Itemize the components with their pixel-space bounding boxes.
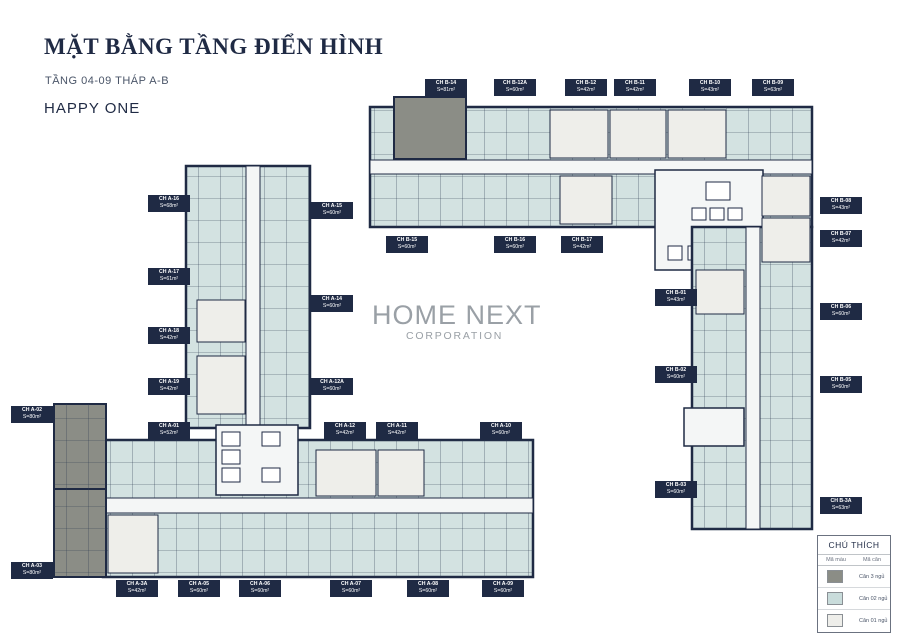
- legend-row-2bed: Căn 02 ngủ: [818, 588, 890, 610]
- tower-a-bottom-corridor: [102, 497, 534, 514]
- legend-row-3bed: Căn 3 ngủ: [818, 566, 890, 588]
- floor-subtitle: TẦNG 04-09 THÁP A-B: [45, 75, 170, 87]
- unit-a12-area: [315, 449, 377, 497]
- legend-title: CHÚ THÍCH: [828, 540, 880, 550]
- unit-b10-area: [667, 109, 727, 159]
- unit-b01-area: [695, 269, 745, 315]
- unit-b08-area: [761, 175, 811, 217]
- legend-row-1bed: Căn 01 ngủ: [818, 610, 890, 631]
- legend-swatch-3bed: [827, 570, 843, 583]
- unit-b14-area: [393, 96, 467, 160]
- unit-b11-area: [609, 109, 667, 159]
- unit-b07-area: [761, 217, 811, 263]
- legend-label-3bed: Căn 3 ngủ: [859, 573, 885, 580]
- unit-a3a-area: [107, 514, 159, 574]
- tower-b-right-corridor: [745, 226, 761, 530]
- project-name: HAPPY ONE: [44, 100, 141, 117]
- legend-col-color: Mã màu: [826, 557, 846, 563]
- legend-label-1bed: Căn 01 ngủ: [859, 617, 888, 624]
- brand-watermark-sub: CORPORATION: [406, 330, 504, 342]
- unit-a18-area: [196, 299, 246, 343]
- page-title: MẶT BẰNG TẦNG ĐIỂN HÌNH: [44, 34, 384, 59]
- unit-b12-area: [549, 109, 609, 159]
- legend: CHÚ THÍCH Mã màu Mã căn Căn 3 ngủ Căn 02…: [817, 535, 891, 633]
- brand-watermark: HOME NEXT: [372, 300, 542, 330]
- legend-label-2bed: Căn 02 ngủ: [859, 595, 888, 602]
- legend-col-unit: Mã căn: [862, 557, 882, 563]
- tower-a-corridor: [245, 165, 261, 429]
- tower-b-stair: [683, 407, 745, 447]
- legend-swatch-1bed: [827, 614, 843, 627]
- unit-a19-area: [196, 355, 246, 415]
- unit-a11-area: [377, 449, 425, 497]
- legend-swatch-2bed: [827, 592, 843, 605]
- legend-header: Mã màu Mã căn: [818, 554, 890, 566]
- unit-b17-area: [559, 175, 613, 225]
